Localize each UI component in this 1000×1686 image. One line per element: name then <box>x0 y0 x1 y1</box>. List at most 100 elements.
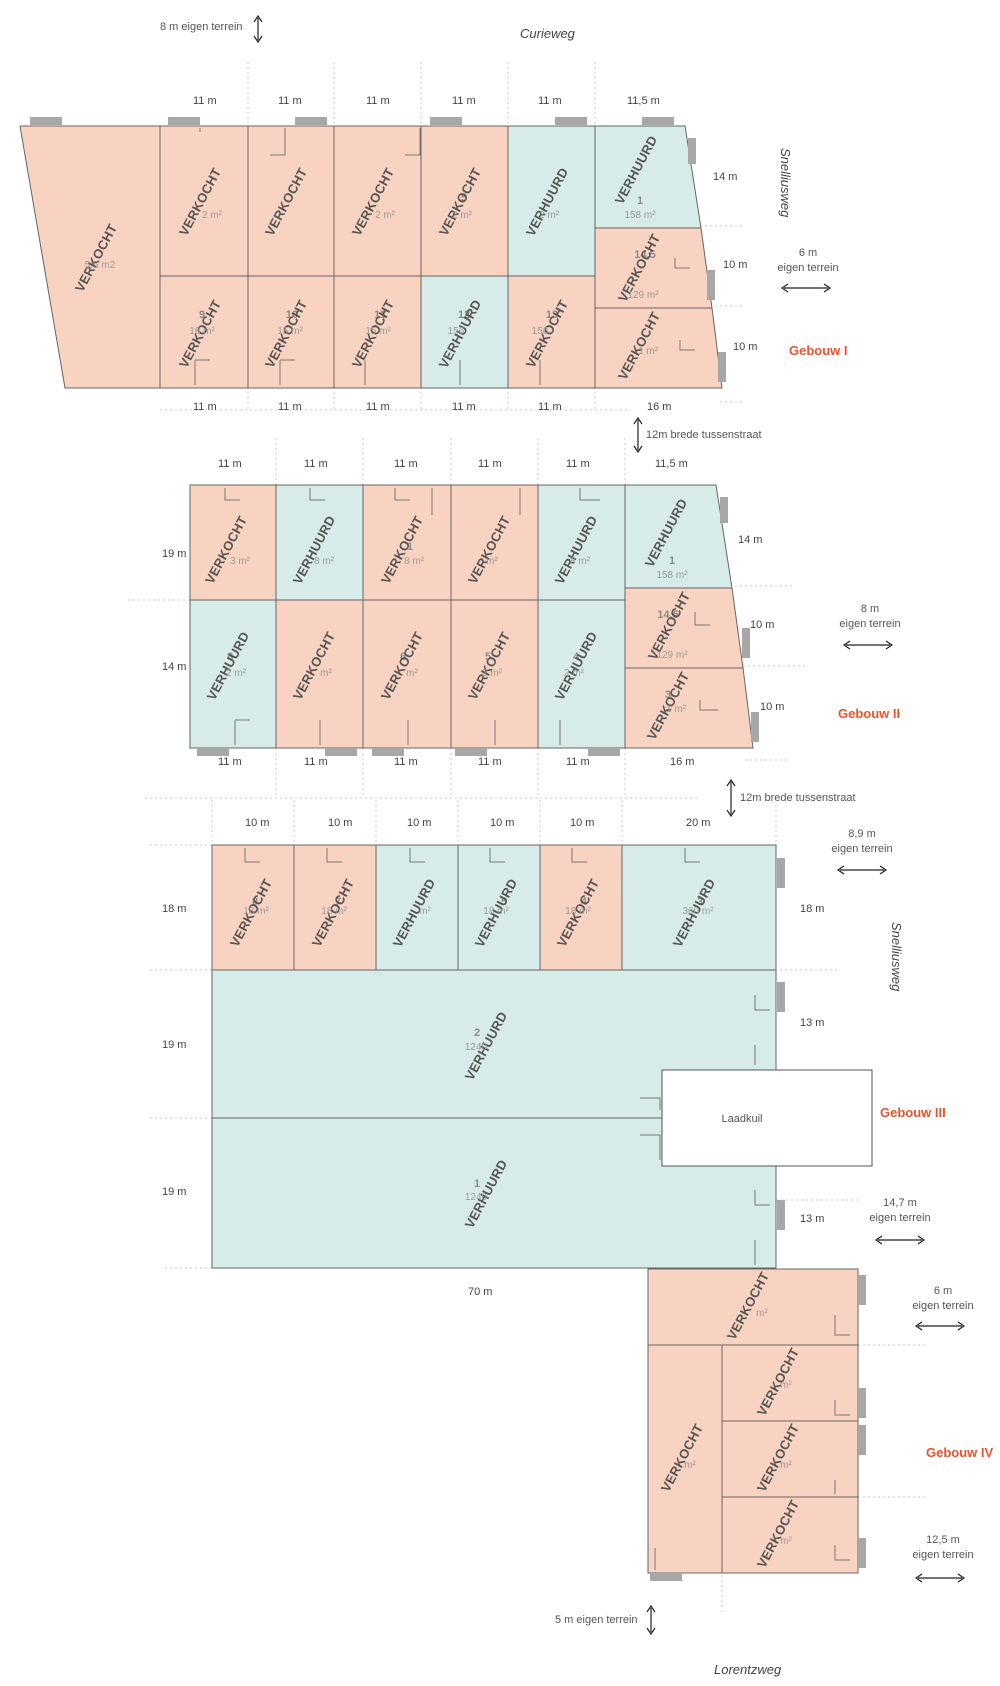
g1-area-big: 5.5 m2 <box>85 260 116 271</box>
g3-area-4: 18 m² <box>565 906 591 917</box>
g1-unit-t4[interactable] <box>420 125 509 277</box>
g1-dim-right-2: 10 m <box>723 259 747 271</box>
street-lorentzweg: Lorentzweg <box>714 1662 782 1677</box>
g1-dim-bot-2: 11 m <box>278 401 302 413</box>
g1-area-9: 16 m² <box>189 326 215 337</box>
g2-dim-top-5: 11 m <box>566 458 590 470</box>
g2-num-4: 4 <box>573 651 580 663</box>
g1-terrain-arrow <box>780 283 832 293</box>
g2-area-3: 1 m² <box>666 704 687 715</box>
gebouw-1: VERKOCHT 5.5 m2 VERKOCHT 2 m² VERKOCHT V… <box>19 117 726 389</box>
g2-dim-top-6: 11,5 m <box>655 458 688 470</box>
g1-unit-13[interactable] <box>507 275 596 389</box>
g2-num-t3: 1 <box>407 541 413 553</box>
g2-dim-bot-1: 11 m <box>218 756 242 768</box>
street-gap-1-label: 12m brede tussenstraat <box>646 429 762 441</box>
g2-num-8: 8 <box>227 651 233 663</box>
g1-unit-9[interactable] <box>159 275 249 389</box>
g2-dim-bot-6: 16 m <box>670 756 694 768</box>
gebouw-4-label: Gebouw IV <box>926 1445 994 1460</box>
g1-terrain-value: 6 m <box>799 247 817 259</box>
g3-unit-7[interactable] <box>293 844 377 971</box>
g3-area-8: 18 m² <box>243 906 269 917</box>
g1-unit-t2[interactable] <box>247 125 335 277</box>
g4-unit-left[interactable] <box>647 1344 723 1574</box>
g4-terrain-a-arrow <box>914 1321 966 1331</box>
street-curieweg: Curieweg <box>520 26 576 41</box>
g4-doors <box>650 1275 866 1581</box>
g4-area-left: m² <box>684 1460 696 1471</box>
g3-num-3: 3 <box>697 896 703 908</box>
g2-dim-bot-3: 11 m <box>394 756 418 768</box>
g1-area-11: 15 m² <box>365 326 391 337</box>
g3-dim-top-4: 10 m <box>490 817 514 829</box>
g2-unit-6[interactable] <box>362 599 452 749</box>
g3-terrain-b-label: eigen terrein <box>869 1212 930 1224</box>
g1-dim-top-2: 11 m <box>278 95 302 107</box>
g1-num-1: 1 <box>637 195 643 207</box>
gebouw-2: VERKOCHT 3 m² VERHUURD 8 m² 1 VERKOCHT 8… <box>189 484 759 756</box>
laadkuil-label: Laadkuil <box>722 1113 763 1125</box>
street-snelliusweg-2: Snelliusweg <box>889 922 904 992</box>
g3-terrain-a-value: 8,9 m <box>848 828 876 840</box>
g2-unit-8[interactable] <box>189 599 277 749</box>
g1-num-10: 10 <box>286 309 298 321</box>
g1-dim-top-6: 11,5 m <box>627 95 660 107</box>
gebouw-3-label: Gebouw III <box>880 1105 946 1120</box>
g3-num-5: 5 <box>501 896 507 908</box>
g1-unit-10[interactable] <box>247 275 335 389</box>
g1-area-13: 156 <box>532 326 549 337</box>
g2-terrain-value: 8 m <box>861 603 879 615</box>
g2-num-145: 14,5 <box>657 609 678 621</box>
g1-unit-t3[interactable] <box>333 125 422 277</box>
g4-area-r1: m² <box>780 1380 792 1391</box>
g2-doors <box>197 497 759 756</box>
g1-unit-11[interactable] <box>333 275 422 389</box>
g2-num-3: 3 <box>665 689 671 701</box>
g1-terrain-label: eigen terrein <box>777 262 838 274</box>
g2-unit-t4[interactable] <box>450 484 539 601</box>
g3-terrain-b-arrow <box>874 1235 926 1245</box>
g2-dim-top-1: 11 m <box>218 458 242 470</box>
g4-terrain-b-arrow <box>914 1573 966 1583</box>
g3-dim-top-3: 10 m <box>407 817 431 829</box>
g1-dim-top-5: 11 m <box>538 95 562 107</box>
g1-unit-t5[interactable] <box>507 125 596 277</box>
g3-unit-6[interactable] <box>375 844 459 971</box>
g2-dim-right-2: 10 m <box>750 619 774 631</box>
g2-dim-bot-4: 11 m <box>478 756 502 768</box>
g1-dim-right-3: 10 m <box>733 341 757 353</box>
g4-terrain-b-value: 12,5 m <box>926 1534 960 1546</box>
g2-unit-4[interactable] <box>537 599 626 749</box>
g2-dim-bot-5: 11 m <box>566 756 590 768</box>
street-gap-2-label: 12m brede tussenstraat <box>740 792 856 804</box>
g2-num-1: 1 <box>669 555 675 567</box>
g2-unit-t3[interactable] <box>362 484 452 601</box>
g3-terrain-b-value: 14,7 m <box>883 1197 917 1209</box>
g2-area-t3: 8 m² <box>404 556 425 567</box>
g2-unit-t5[interactable] <box>537 484 626 601</box>
g1-num-9: 9 <box>199 309 205 321</box>
g3-unit-5[interactable] <box>457 844 541 971</box>
g3-num-1: 1 <box>474 1178 480 1190</box>
g2-dim-left-1: 19 m <box>162 548 186 560</box>
g2-area-4: 2 m² <box>564 668 585 679</box>
gebouw-2-label: Gebouw II <box>838 706 900 721</box>
gebouw-3: 8 VERKOCHT 18 m² 7 VERKOCHT 18 m² VERHUU… <box>211 844 873 1269</box>
g2-unit-t1[interactable] <box>189 484 277 601</box>
g4-unit-r3[interactable] <box>721 1496 859 1574</box>
g3-unit-3[interactable] <box>621 844 777 971</box>
g1-area-t3: 2 m² <box>375 210 396 221</box>
g2-dim-bot-2: 11 m <box>304 756 328 768</box>
g1-dim-right-1: 14 m <box>713 171 737 183</box>
laadkuil-area[interactable] <box>661 1069 873 1167</box>
g2-area-6: m² <box>406 668 418 679</box>
g2-unit-t2[interactable] <box>275 484 364 601</box>
g1-unit-12[interactable] <box>420 275 509 389</box>
g4-terrain-a-label: eigen terrein <box>912 1300 973 1312</box>
g4-area-top: m² <box>756 1308 768 1319</box>
g2-terrain-label: eigen terrein <box>839 618 900 630</box>
g2-num-6: 6 <box>400 651 406 663</box>
g4-unit-top[interactable] <box>647 1268 859 1346</box>
g1-doors <box>30 117 726 382</box>
